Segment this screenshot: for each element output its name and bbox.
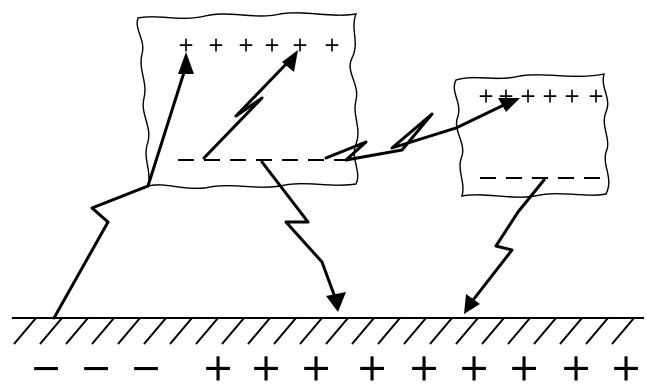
charge-plus: + [478,84,495,108]
lightning-intracloud-left [202,50,298,160]
lightning-ground-to-cloud-left [52,52,194,320]
ground-charge-plus: + [408,346,440,386]
ground-charge-minus: − [30,346,62,386]
cloud-right-positive-charges: + + + + + + [478,84,605,108]
charge-plus: + [564,84,581,108]
charge-plus: + [324,33,341,57]
charge-plus: + [178,33,195,57]
charge-plus: + [238,33,255,57]
ground-charge-plus: + [300,346,332,386]
arrowhead [464,294,480,314]
ground-charge-minus: − [80,346,112,386]
charge-plus: + [208,33,225,57]
arrowhead [178,52,194,74]
arrowhead [498,98,520,112]
charge-plus: + [292,33,309,57]
cloud-left-positive-charges: + + + + + + [178,33,341,57]
lightning-cloud-left-to-cloud-right [324,98,520,162]
ground-charge-minus: − [130,346,162,386]
ground-charge-plus: + [202,346,234,386]
charge-plus: + [542,84,559,108]
ground-charge-plus: + [610,346,642,386]
ground-charge-plus: + [356,346,388,386]
ground-charge-plus: + [458,346,490,386]
ground-negative-charges: − − − [30,346,162,386]
lightning-cloud-left-to-ground [260,160,346,312]
charge-plus: + [264,33,281,57]
arrowhead [326,292,346,312]
charge-plus: + [588,84,605,108]
ground-hatching [13,317,635,345]
cloud-left-outline [136,12,359,190]
arrowhead [282,50,298,72]
ground-charge-plus: + [250,346,282,386]
ground-positive-charges: + + + + + + + + + [202,346,642,386]
ground-charge-plus: + [508,346,540,386]
cloud-right-outline [453,73,610,198]
ground-charge-plus: + [560,346,592,386]
charge-plus: + [520,84,537,108]
lightning-cloud-right-to-ground [464,178,546,314]
ground [12,317,644,345]
